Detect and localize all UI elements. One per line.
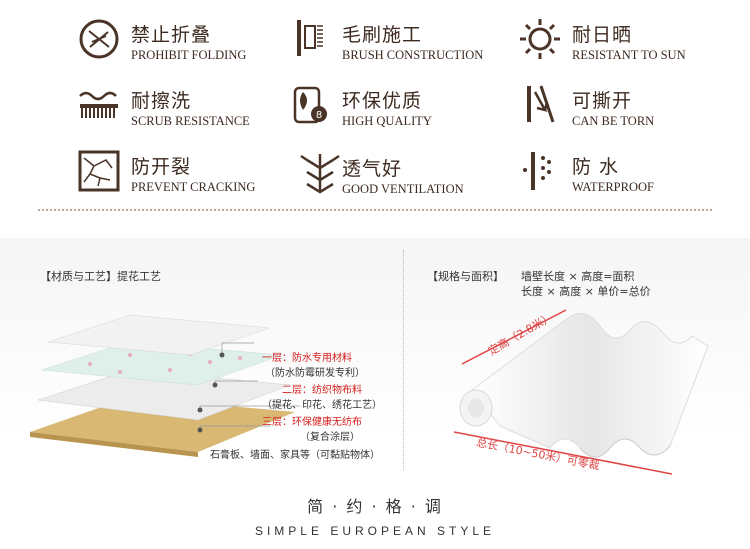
feature-zh: 透气好 [342, 158, 403, 180]
feature-good-ventilation: 透气好 GOOD VENTILATION [297, 150, 517, 210]
feature-zh: 防 水 [572, 156, 620, 178]
layer-1-desc: （防水防霉研发专利） [265, 368, 365, 379]
length-tape [453, 431, 673, 475]
spec-formula-2: 长度 × 高度 × 单价=总价 [521, 285, 651, 298]
feature-en: HIGH QUALITY [342, 114, 432, 128]
feature-en: SCRUB RESISTANCE [131, 114, 250, 128]
feature-en: BRUSH CONSTRUCTION [342, 48, 484, 62]
feature-en: PREVENT CRACKING [131, 180, 256, 194]
sun-icon [520, 19, 560, 59]
feature-waterproof: 防 水 WATERPROOF [517, 148, 737, 208]
no-fold-icon [79, 19, 119, 59]
feature-can-be-torn: 可撕开 CAN BE TORN [517, 82, 737, 142]
feature-zh: 耐日晒 [572, 24, 633, 46]
ventilation-icon [300, 154, 340, 194]
layer-2-desc: （提花、印花、绣花工艺） [262, 400, 382, 411]
wallpaper-roll-illustration [453, 309, 709, 475]
waterproof-icon [523, 152, 551, 190]
feature-resistant-to-sun: 耐日晒 RESISTANT TO SUN [517, 16, 737, 76]
footer-title-en: SIMPLE EUROPEAN STYLE [254, 524, 496, 538]
feature-zh: 禁止折叠 [131, 24, 212, 46]
layer-3-name: 三层：环保健康无纺布 [262, 417, 362, 428]
layer-2-name: 二层：纺织物布料 [282, 385, 362, 396]
feature-scrub-resistance: 耐擦洗 SCRUB RESISTANCE [76, 82, 296, 142]
base-layer [30, 397, 295, 452]
feature-en: WATERPROOF [572, 180, 654, 194]
feature-zh: 防开裂 [131, 156, 192, 178]
crack-icon [78, 150, 120, 192]
feature-brush-construction: 毛刷施工 BRUSH CONSTRUCTION [287, 16, 507, 76]
height-tape [461, 309, 567, 365]
section-divider [38, 209, 712, 211]
feature-zh: 环保优质 [342, 90, 423, 112]
feature-zh: 可撕开 [572, 90, 633, 112]
feature-en: PROHIBIT FOLDING [131, 48, 247, 62]
material-title: 【材质与工艺】提花工艺 [40, 270, 161, 283]
scrub-icon [79, 91, 118, 118]
feature-en: CAN BE TORN [572, 114, 655, 128]
eco-roll-icon: 8 [293, 86, 327, 124]
feature-prevent-cracking: 防开裂 PREVENT CRACKING [76, 148, 296, 208]
layer-1 [47, 314, 271, 356]
base-desc: 石膏板、墙面、家具等（可黏贴物体） [210, 450, 380, 461]
footer-title-zh: 简 · 约 · 格 · 调 [307, 497, 443, 516]
spec-title: 【规格与面积】 [427, 270, 504, 283]
svg-text:8: 8 [316, 110, 322, 121]
feature-en: RESISTANT TO SUN [572, 48, 686, 62]
feature-zh: 耐擦洗 [131, 90, 192, 112]
spec-formula-1: 墙壁长度 × 高度=面积 [521, 270, 635, 283]
vertical-divider [403, 250, 404, 470]
feature-zh: 毛刷施工 [342, 24, 423, 46]
feature-high-quality: 8 环保优质 HIGH QUALITY [287, 82, 507, 142]
feature-prohibit-folding: 禁止折叠 PROHIBIT FOLDING [76, 16, 296, 76]
layer-1-name: 一层：防水专用材料 [262, 353, 352, 364]
brush-icon [297, 20, 323, 56]
layer-3 [37, 369, 291, 421]
tear-icon [527, 85, 555, 123]
feature-en: GOOD VENTILATION [342, 182, 464, 196]
layer-3-desc: （复合涂层） [300, 432, 360, 443]
layer-diagram [30, 314, 300, 457]
